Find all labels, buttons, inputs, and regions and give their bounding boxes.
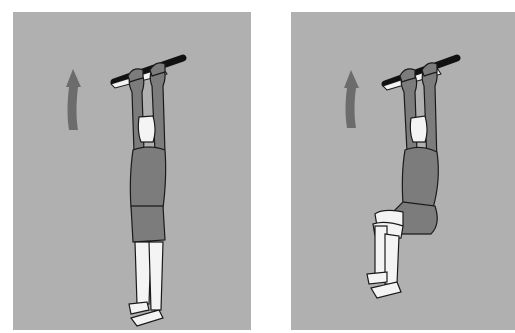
torso <box>130 147 165 242</box>
head <box>410 116 427 142</box>
head <box>138 116 155 142</box>
panel-hanging-straight <box>13 12 251 330</box>
panel-hanging-knees-raised <box>291 12 515 330</box>
hanging-straight-illustration <box>13 12 251 330</box>
hanging-knees-raised-illustration <box>291 12 515 330</box>
